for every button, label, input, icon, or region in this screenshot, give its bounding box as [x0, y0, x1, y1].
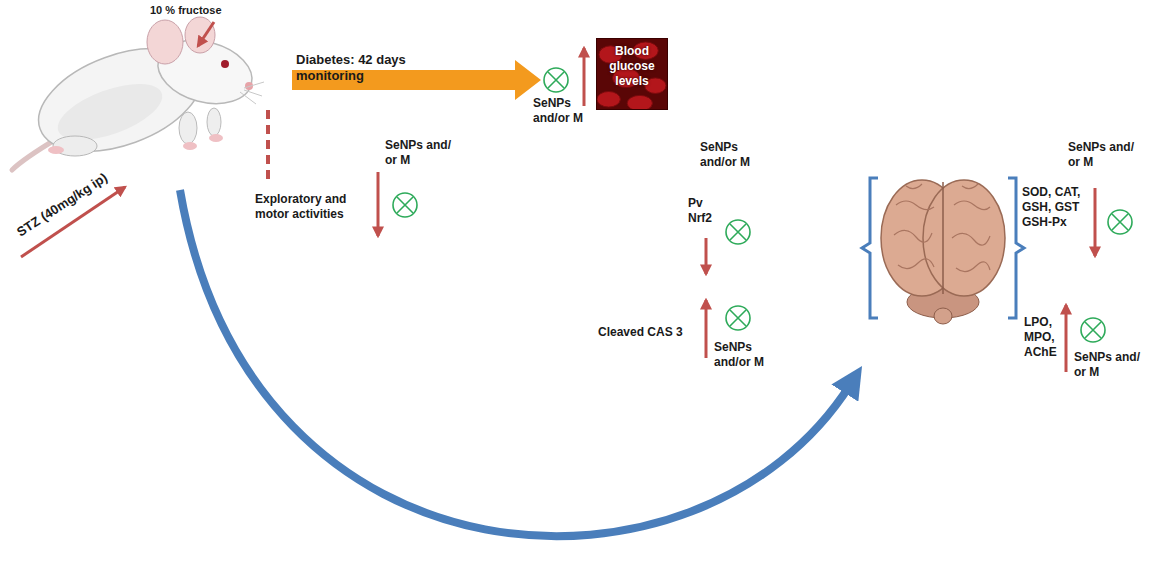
treatment-note: SeNPs and/ or M [1074, 350, 1146, 380]
treatment-note: SeNPs and/ or M [1068, 140, 1140, 170]
treatment-note: SeNPs and/or M [533, 96, 593, 126]
decrease-arrow [705, 238, 708, 274]
treatment-label: STZ (40mg/kg ip) [14, 170, 111, 241]
treatment-label: 10 % fructose [150, 4, 222, 18]
treatment-note: SeNPs and/ or M [385, 138, 457, 168]
rat-illustration [12, 17, 264, 171]
increase-arrow [705, 300, 708, 358]
blood-image-box: Blood glucose levels [596, 38, 668, 110]
treatment-note: SeNPs and/or M [714, 340, 774, 370]
increase-arrow [583, 48, 586, 106]
outcome-label: Exploratory and motor activities [255, 192, 365, 222]
treatment-note: SeNPs and/or M [700, 140, 760, 170]
bracket [1008, 178, 1024, 318]
marker-label: LPO, MPO, AChE [1024, 315, 1064, 360]
dashed-leader [266, 110, 270, 182]
marker-label: Pv Nrf2 [688, 196, 718, 226]
marker-label: Cleaved CAS 3 [598, 325, 683, 340]
curved-arrow [180, 190, 850, 536]
marker-label: SOD, CAT, GSH, GST GSH-Px [1022, 185, 1094, 230]
increase-arrow [1065, 305, 1068, 372]
bracket [862, 178, 878, 318]
decrease-arrow [377, 172, 380, 236]
inhibition-symbols [393, 68, 1132, 342]
brain-illustration [881, 180, 1005, 324]
treatment-arrow [198, 22, 214, 46]
monitoring-label: Diabetes: 42 days monitoring [296, 52, 431, 85]
box-text: Blood glucose levels [602, 44, 662, 89]
decrease-arrow [1094, 188, 1097, 256]
